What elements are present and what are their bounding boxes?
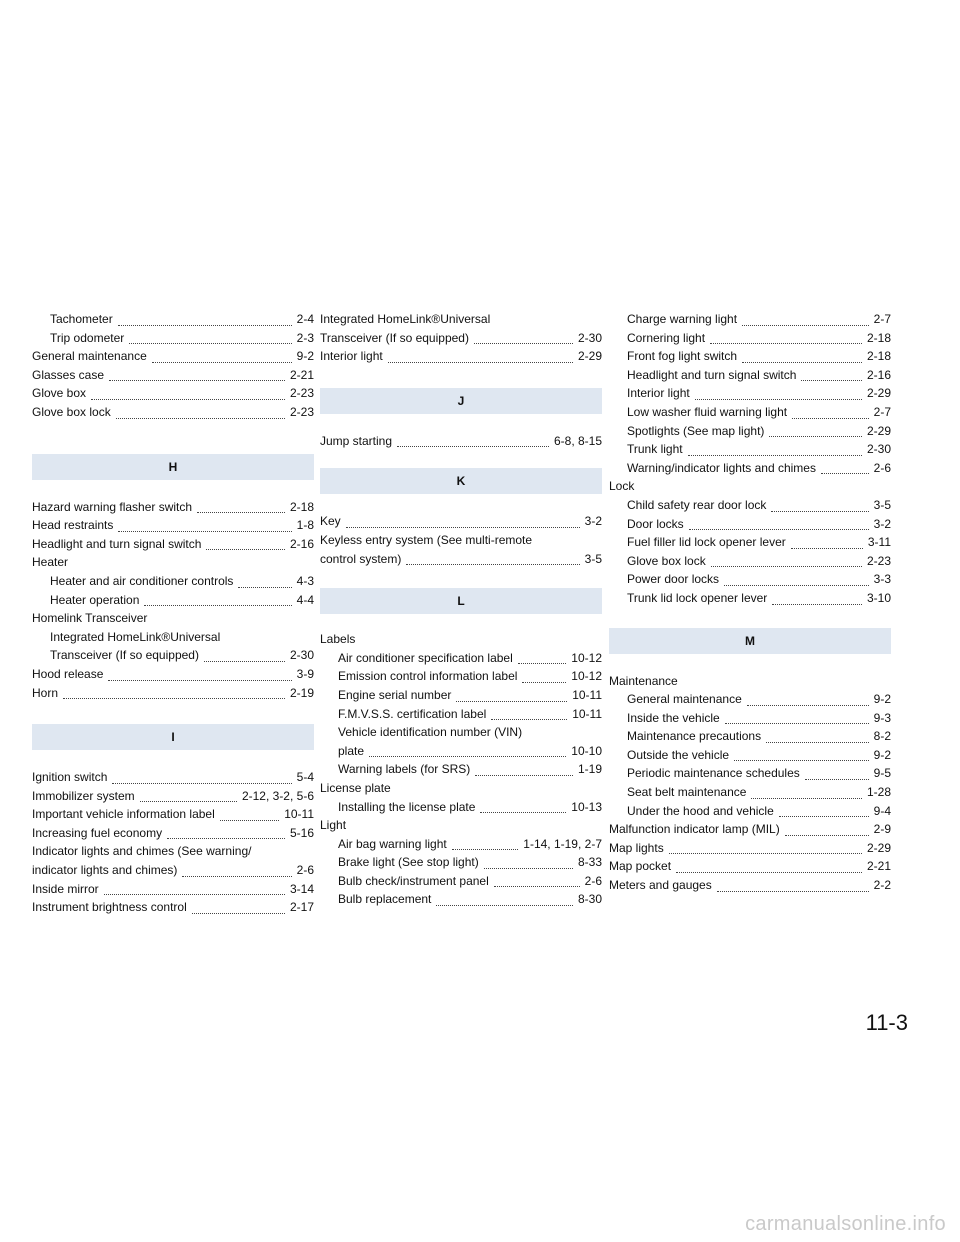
watermark[interactable]: carmanualsonline.info	[745, 1213, 946, 1235]
index-entry: indicator lights and chimes)2-6	[32, 863, 314, 878]
section-header-l: L	[320, 588, 602, 615]
index-text: Indicator lights and chimes (See warning…	[32, 844, 252, 859]
index-text: Vehicle identification number (VIN)	[338, 725, 523, 740]
index-text: Integrated HomeLink®Universal	[50, 629, 221, 644]
index-entry: Transceiver (If so equipped)2-30	[320, 330, 602, 345]
index-column-2: Integrated HomeLink®Universal Transceive…	[320, 310, 602, 909]
index-entry: Brake light (See stop light)8-33	[338, 855, 602, 870]
index-heading: Homelink Transceiver	[32, 611, 148, 626]
index-entry: control system)3-5	[320, 551, 602, 566]
index-text: Keyless entry system (See multi-remote	[320, 532, 533, 547]
index-entry: Spotlights (See map light)2-29	[627, 423, 891, 438]
section-header-m: M	[609, 627, 891, 654]
index-heading: Labels	[320, 632, 356, 647]
index-entry: Malfunction indicator lamp (MIL)2-9	[609, 822, 891, 837]
index-heading: Heater	[32, 555, 69, 570]
section-header-j: J	[320, 387, 602, 414]
page-number: 11-3	[865, 1010, 908, 1035]
section-header-h: H	[32, 453, 314, 480]
index-text: Integrated HomeLink®Universal	[320, 312, 491, 326]
index-entry: Warning labels (for SRS)1-19	[338, 762, 602, 777]
index-heading: Maintenance	[609, 673, 678, 688]
index-heading: License plate	[320, 780, 391, 795]
index-entry: Transceiver (If so equipped)2-30	[50, 648, 314, 663]
index-heading: Light	[320, 818, 347, 833]
index-heading: Lock	[609, 479, 635, 494]
section-header-k: K	[320, 468, 602, 495]
section-header-i: I	[32, 724, 314, 751]
